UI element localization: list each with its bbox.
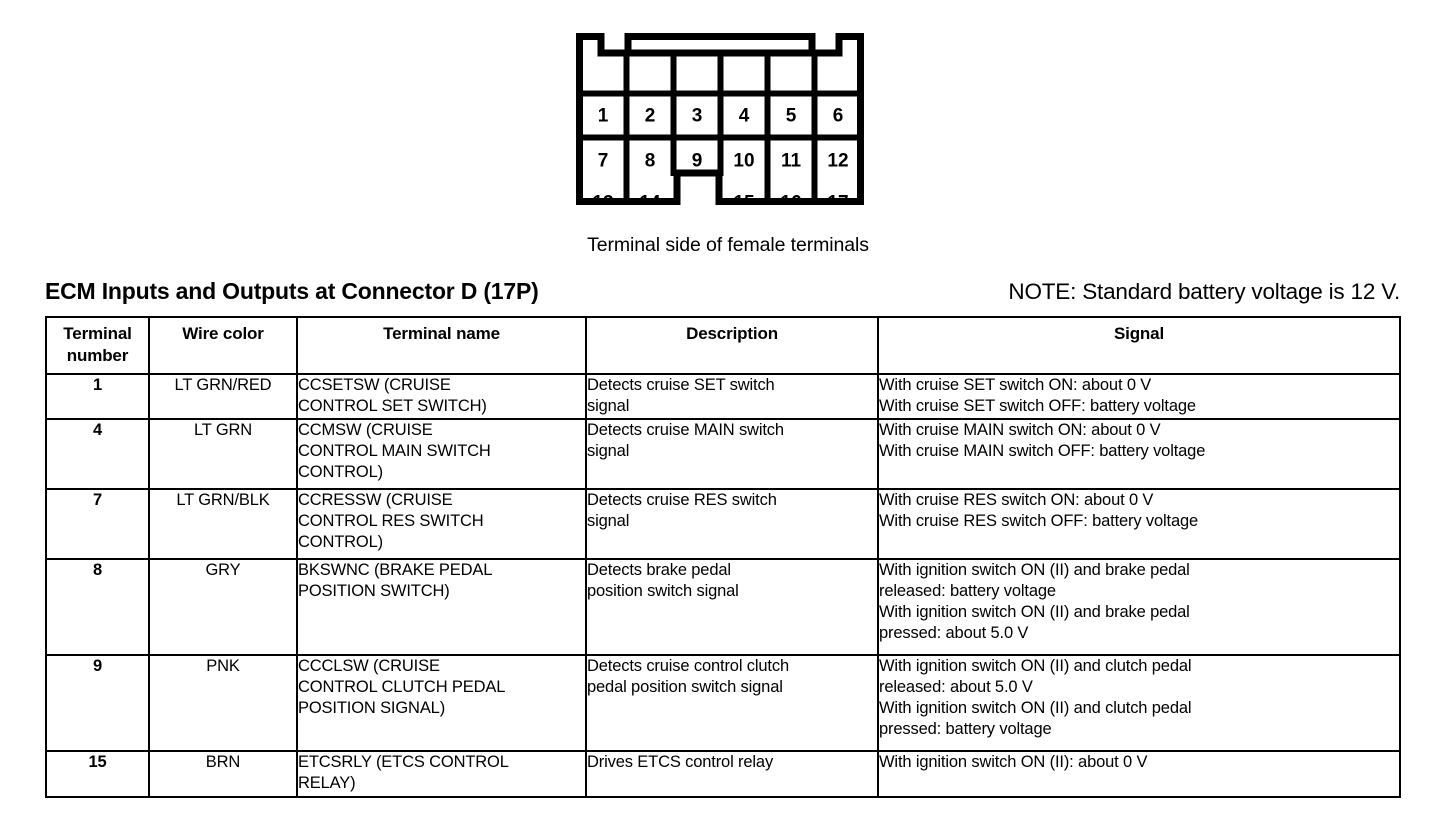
column-header-signal: Signal — [877, 316, 1401, 375]
column-header-line1: Terminal — [63, 324, 132, 343]
table-header-row: Terminal number Wire color Terminal name… — [45, 316, 1401, 375]
column-header-line1: Description — [686, 324, 778, 343]
pin-label-1: 1 — [598, 106, 609, 127]
cell-terminal-number: 8 — [45, 557, 150, 656]
pin-label-12: 12 — [827, 151, 848, 172]
table-row: 9 PNK CCCLSW (CRUISE CONTROL CLUTCH PEDA… — [45, 653, 1401, 752]
column-header-description: Description — [585, 316, 879, 375]
pin-number-labels: 1 2 3 4 5 6 7 8 9 10 11 12 13 14 15 16 1… — [592, 106, 848, 206]
cell-description: Drives ETCS control relay — [585, 749, 879, 798]
cell-terminal-name: CCCLSW (CRUISE CONTROL CLUTCH PEDAL POSI… — [296, 653, 587, 752]
pin-label-2: 2 — [645, 106, 656, 127]
pin-label-16: 16 — [780, 193, 801, 206]
cell-terminal-number: 1 — [45, 373, 150, 420]
pin-label-17: 17 — [827, 193, 848, 206]
column-header-line1: Signal — [1113, 324, 1165, 343]
table-row: 1 LT GRN/RED CCSETSW (CRUISE CONTROL SET… — [45, 373, 1401, 420]
pin-label-11: 11 — [781, 151, 802, 172]
cell-terminal-number: 15 — [45, 749, 150, 798]
cell-wire-color: BRN — [148, 749, 298, 798]
cell-wire-color: GRY — [148, 557, 298, 656]
cell-terminal-name: CCMSW (CRUISE CONTROL MAIN SWITCH CONTRO… — [296, 417, 587, 490]
pin-label-5: 5 — [786, 106, 797, 127]
ecm-io-table: Terminal number Wire color Terminal name… — [45, 316, 1401, 798]
column-header-wire-color: Wire color — [148, 316, 298, 375]
pin-label-8: 8 — [645, 151, 656, 172]
cell-description: Detects cruise RES switch signal — [585, 487, 879, 560]
cell-description: Detects cruise control clutch pedal posi… — [585, 653, 879, 752]
cell-terminal-name: ETCSRLY (ETCS CONTROL RELAY) — [296, 749, 587, 798]
cell-signal: With ignition switch ON (II): about 0 V — [877, 749, 1401, 798]
cell-description: Detects cruise SET switch signal — [585, 373, 879, 420]
connector-pinout-diagram: 1 2 3 4 5 6 7 8 9 10 11 12 13 14 15 16 1… — [576, 33, 864, 205]
column-header-line1: Terminal name — [383, 324, 500, 343]
cell-terminal-number: 7 — [45, 487, 150, 560]
cell-description: Detects brake pedal position switch sign… — [585, 557, 879, 656]
cell-wire-color: LT GRN — [148, 417, 298, 490]
table-row: 7 LT GRN/BLK CCRESSW (CRUISE CONTROL RES… — [45, 487, 1401, 560]
pin-label-15: 15 — [733, 193, 755, 206]
pin-label-9: 9 — [692, 151, 703, 172]
pin-label-7: 7 — [598, 151, 609, 172]
column-header-line1: Wire color — [182, 324, 264, 343]
cell-signal: With cruise SET switch ON: about 0 V Wit… — [877, 373, 1401, 420]
column-header-terminal-number: Terminal number — [45, 316, 150, 375]
cell-signal: With ignition switch ON (II) and brake p… — [877, 557, 1401, 656]
connector-grid-lines — [576, 50, 864, 202]
cell-terminal-number: 4 — [45, 417, 150, 490]
page-title: ECM Inputs and Outputs at Connector D (1… — [45, 278, 539, 304]
pin-label-6: 6 — [833, 106, 844, 127]
pin-label-3: 3 — [692, 106, 703, 127]
cell-terminal-name: CCSETSW (CRUISE CONTROL SET SWITCH) — [296, 373, 587, 420]
cell-signal: With cruise MAIN switch ON: about 0 V Wi… — [877, 417, 1401, 490]
cell-signal: With cruise RES switch ON: about 0 V Wit… — [877, 487, 1401, 560]
table-row: 15 BRN ETCSRLY (ETCS CONTROL RELAY) Driv… — [45, 749, 1401, 798]
pin-label-4: 4 — [739, 106, 750, 127]
table-row: 4 LT GRN CCMSW (CRUISE CONTROL MAIN SWIT… — [45, 417, 1401, 490]
cell-wire-color: LT GRN/RED — [148, 373, 298, 420]
column-header-terminal-name: Terminal name — [296, 316, 587, 375]
note-label: NOTE: Standard battery voltage is 12 V. — [1008, 279, 1400, 304]
cell-terminal-name: CCRESSW (CRUISE CONTROL RES SWITCH CONTR… — [296, 487, 587, 560]
diagram-caption: Terminal side of female terminals — [587, 234, 869, 256]
table-row: 8 GRY BKSWNC (BRAKE PEDAL POSITION SWITC… — [45, 557, 1401, 656]
cell-terminal-name: BKSWNC (BRAKE PEDAL POSITION SWITCH) — [296, 557, 587, 656]
cell-wire-color: PNK — [148, 653, 298, 752]
cell-wire-color: LT GRN/BLK — [148, 487, 298, 560]
cell-terminal-number: 9 — [45, 653, 150, 752]
title-bar: ECM Inputs and Outputs at Connector D (1… — [45, 278, 1400, 305]
pin-label-14: 14 — [639, 193, 661, 206]
pin-label-13: 13 — [592, 193, 613, 206]
cell-signal: With ignition switch ON (II) and clutch … — [877, 653, 1401, 752]
pin-label-10: 10 — [733, 151, 754, 172]
column-header-line2: number — [66, 345, 129, 365]
cell-description: Detects cruise MAIN switch signal — [585, 417, 879, 490]
